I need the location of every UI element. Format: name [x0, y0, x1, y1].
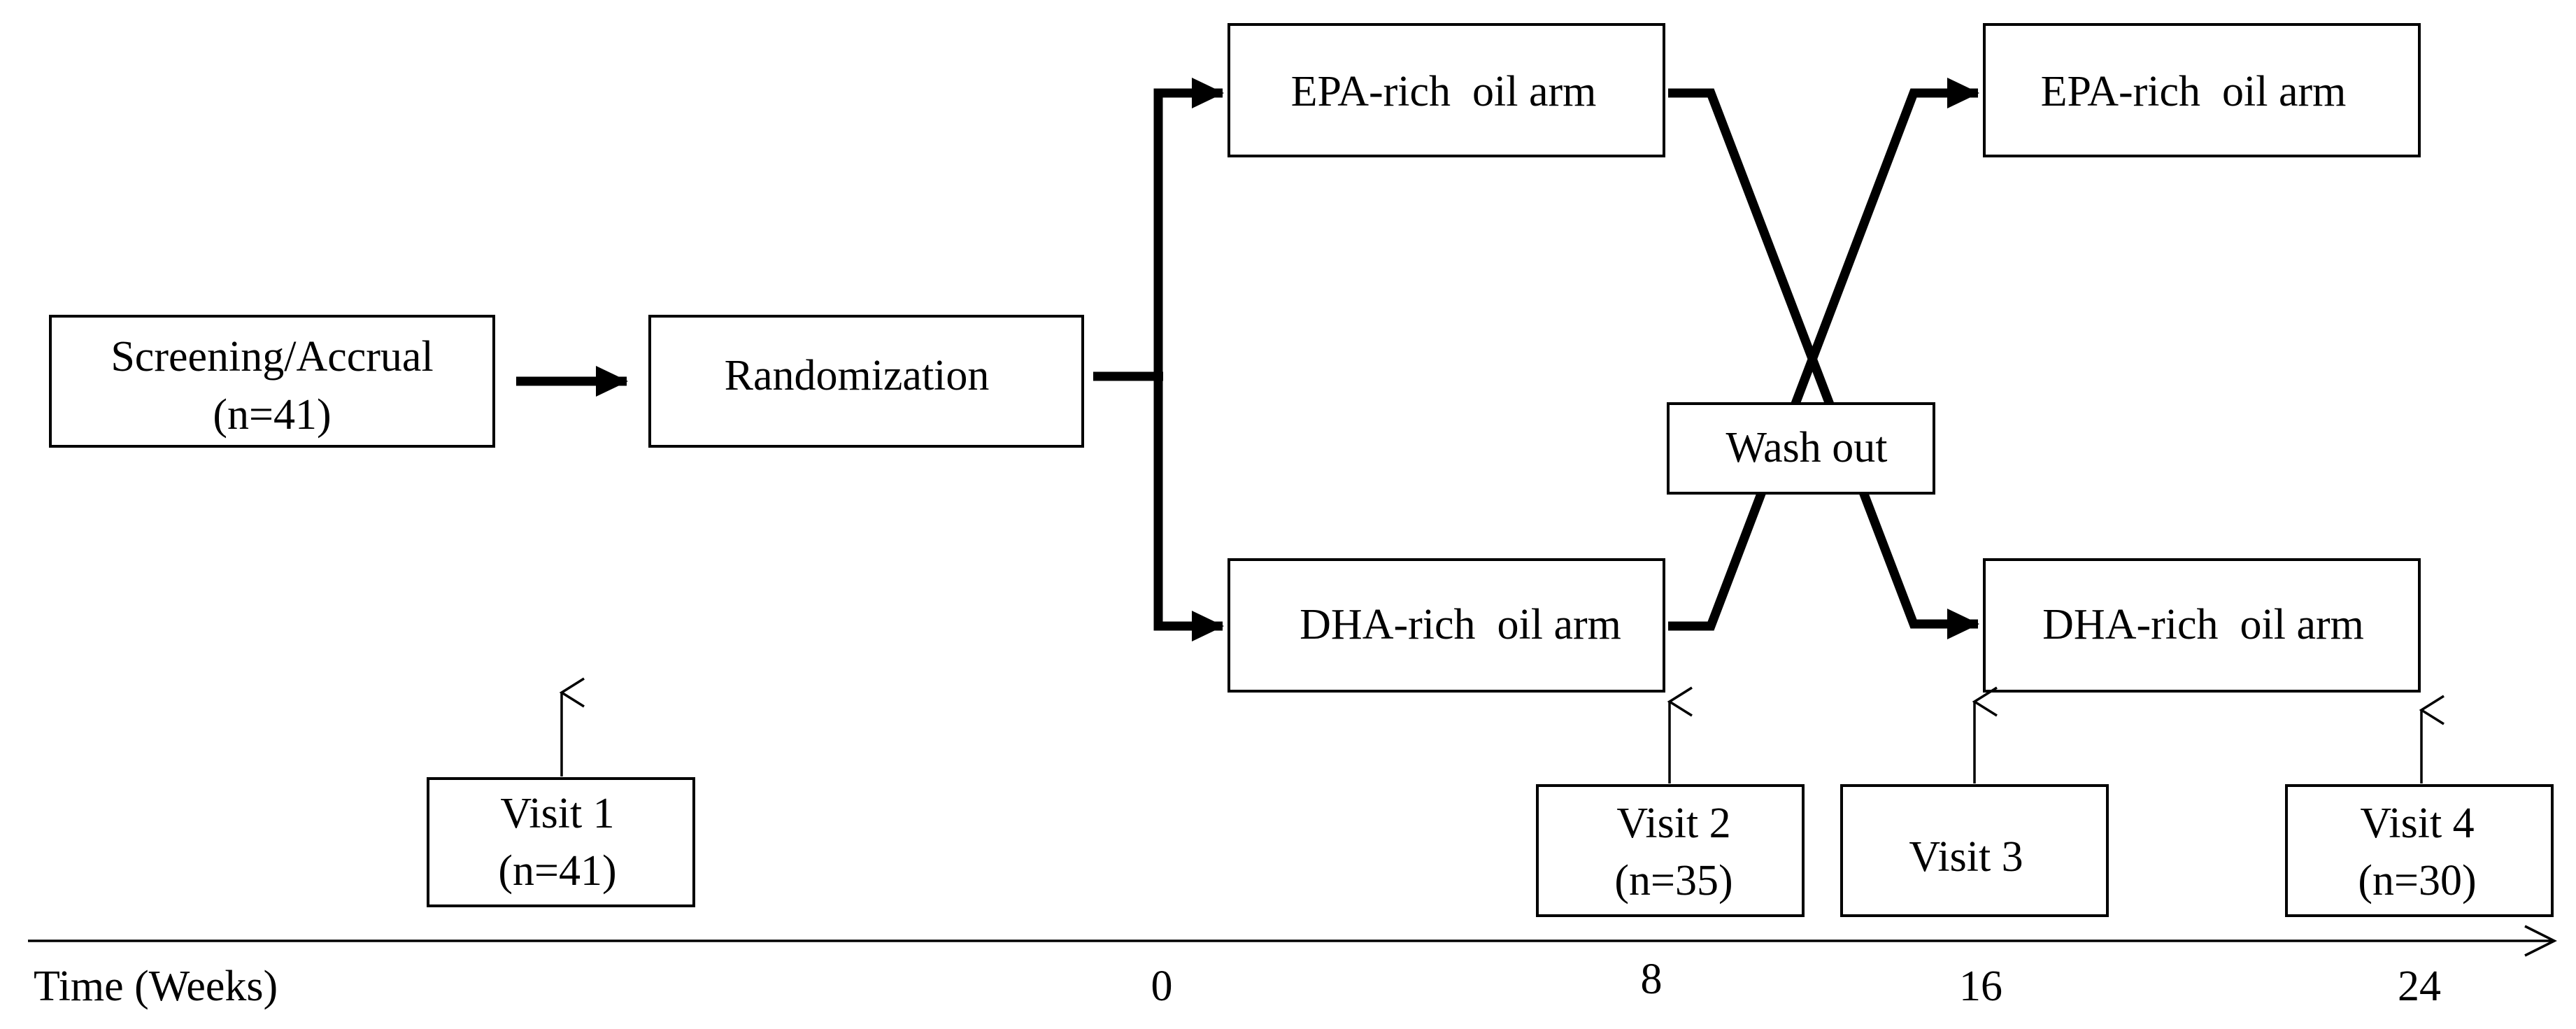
visit-2-box: Visit 2 (n=35): [1536, 784, 1805, 917]
epa-arm-label-2: EPA-rich oil arm: [2041, 68, 2347, 115]
visit-3-label: Visit 3: [1909, 833, 2023, 881]
visit-4-label: Visit 4: [2360, 800, 2474, 847]
visit-3-box: Visit 3: [1840, 784, 2109, 917]
epa-arm-box-2: EPA-rich oil arm: [1983, 23, 2421, 157]
branch-to-epa-arm-arrow: [1153, 78, 1224, 376]
washout-label: Wash out: [1726, 424, 1888, 471]
randomization-label: Randomization: [725, 352, 990, 399]
epa-arm-label-1: EPA-rich oil arm: [1291, 68, 1597, 115]
visit-4-box: Visit 4 (n=30): [2285, 784, 2554, 917]
screening-box: Screening/Accrual (n=41): [49, 315, 495, 448]
visit-2-count: (n=35): [1614, 857, 1732, 904]
epa-arm-box-1: EPA-rich oil arm: [1227, 23, 1665, 157]
time-tick-24: 24: [2398, 963, 2441, 1010]
screening-label: Screening/Accrual: [111, 333, 433, 381]
randomization-box: Randomization: [648, 315, 1084, 448]
visit-1-count: (n=41): [498, 847, 616, 895]
visit-4-count: (n=30): [2358, 857, 2476, 904]
branch-to-dha-arm-arrow: [1153, 376, 1224, 641]
dha-arm-box-1: DHA-rich oil arm: [1227, 558, 1665, 693]
timeline: Time (Weeks) 0 8 16 24: [28, 925, 2557, 1010]
flow-arrows: [516, 78, 1979, 641]
dha-to-epa-crossover-arrow: [1668, 78, 1979, 631]
epa-to-dha-crossover-arrow: [1668, 88, 1979, 639]
dha-arm-box-2: DHA-rich oil arm: [1983, 558, 2421, 693]
dha-arm-label-2: DHA-rich oil arm: [2042, 601, 2364, 648]
dha-arm-label-1: DHA-rich oil arm: [1300, 601, 1621, 648]
time-tick-16: 16: [1959, 963, 2002, 1010]
visit-2-label: Visit 2: [1616, 800, 1730, 847]
visit-pointers: [559, 677, 2445, 783]
visit-1-box: Visit 1 (n=41): [427, 777, 695, 907]
screening-count: (n=41): [213, 391, 331, 439]
visit-1-label: Visit 1: [500, 790, 614, 837]
time-tick-0: 0: [1151, 963, 1173, 1010]
washout-box: Wash out: [1667, 402, 1935, 495]
time-tick-8: 8: [1641, 956, 1663, 1003]
time-axis-label: Time (Weeks): [34, 963, 278, 1010]
